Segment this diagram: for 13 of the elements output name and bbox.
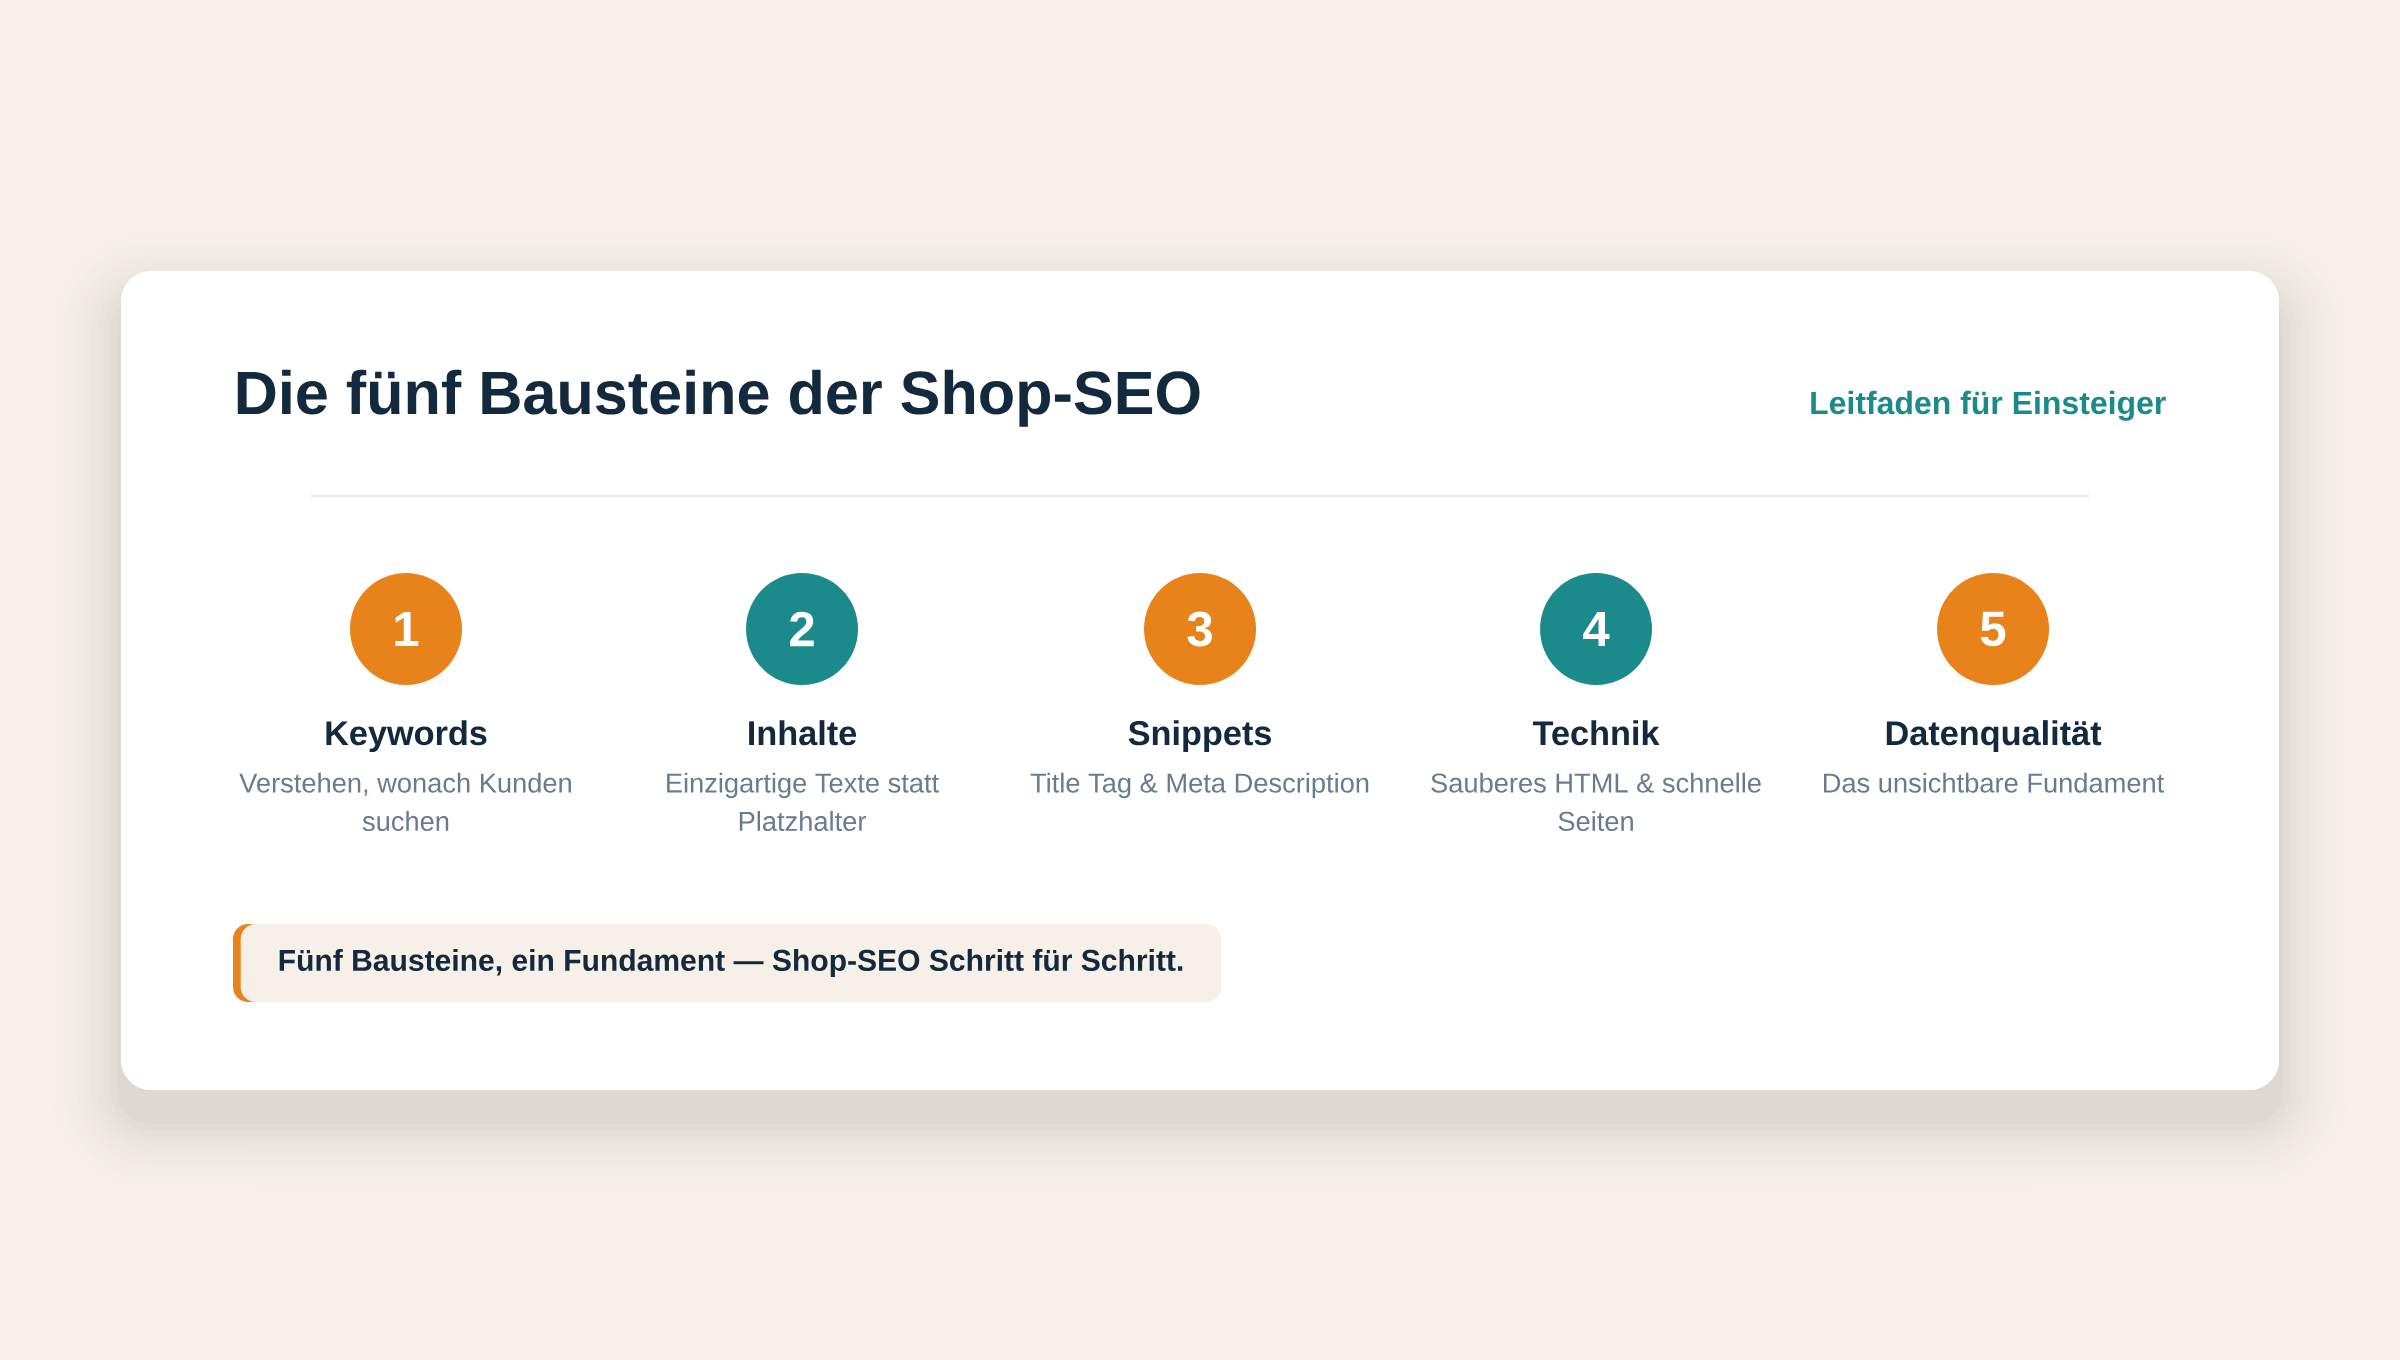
step-description: Sauberes HTML & schnelle Seiten — [1431, 772, 1761, 832]
step-description: Einzigartige Texte statt Platzhalter — [667, 772, 939, 832]
title: Die fünf Bausteine der Shop-SEO — [237, 369, 1200, 427]
guide-link: Leitfaden für Einsteiger — [1811, 390, 2166, 421]
step-description: Das unsichtbare Fundament — [1824, 772, 2165, 793]
step-description: Verstehen, wonach Kunden suchen — [239, 772, 571, 832]
callout-box: Fünf Bausteine, ein Fundament — Shop-SEO Schritt für Schritt. — [233, 924, 1222, 1002]
step-heading: Inhalte — [749, 720, 857, 746]
step-heading: Datenqualität — [1886, 720, 2102, 753]
step-heading: Technik — [1532, 720, 1660, 746]
step-heading: Keywords — [326, 720, 487, 753]
step-description: Title Tag & Meta Description — [1030, 772, 1369, 799]
step-heading: Snippets — [1128, 720, 1271, 753]
